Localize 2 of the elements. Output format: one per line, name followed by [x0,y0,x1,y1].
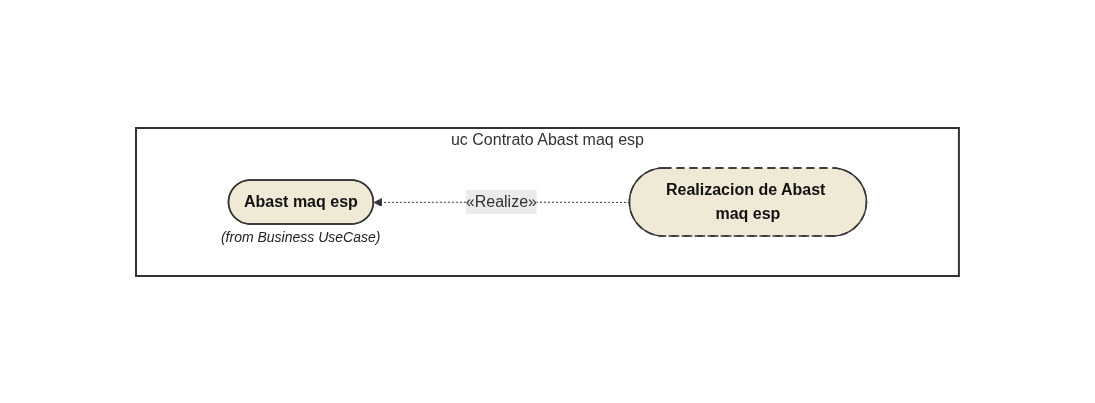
edge-label: «Realize» [465,192,537,210]
node-note: (from Business UseCase) [220,229,381,246]
